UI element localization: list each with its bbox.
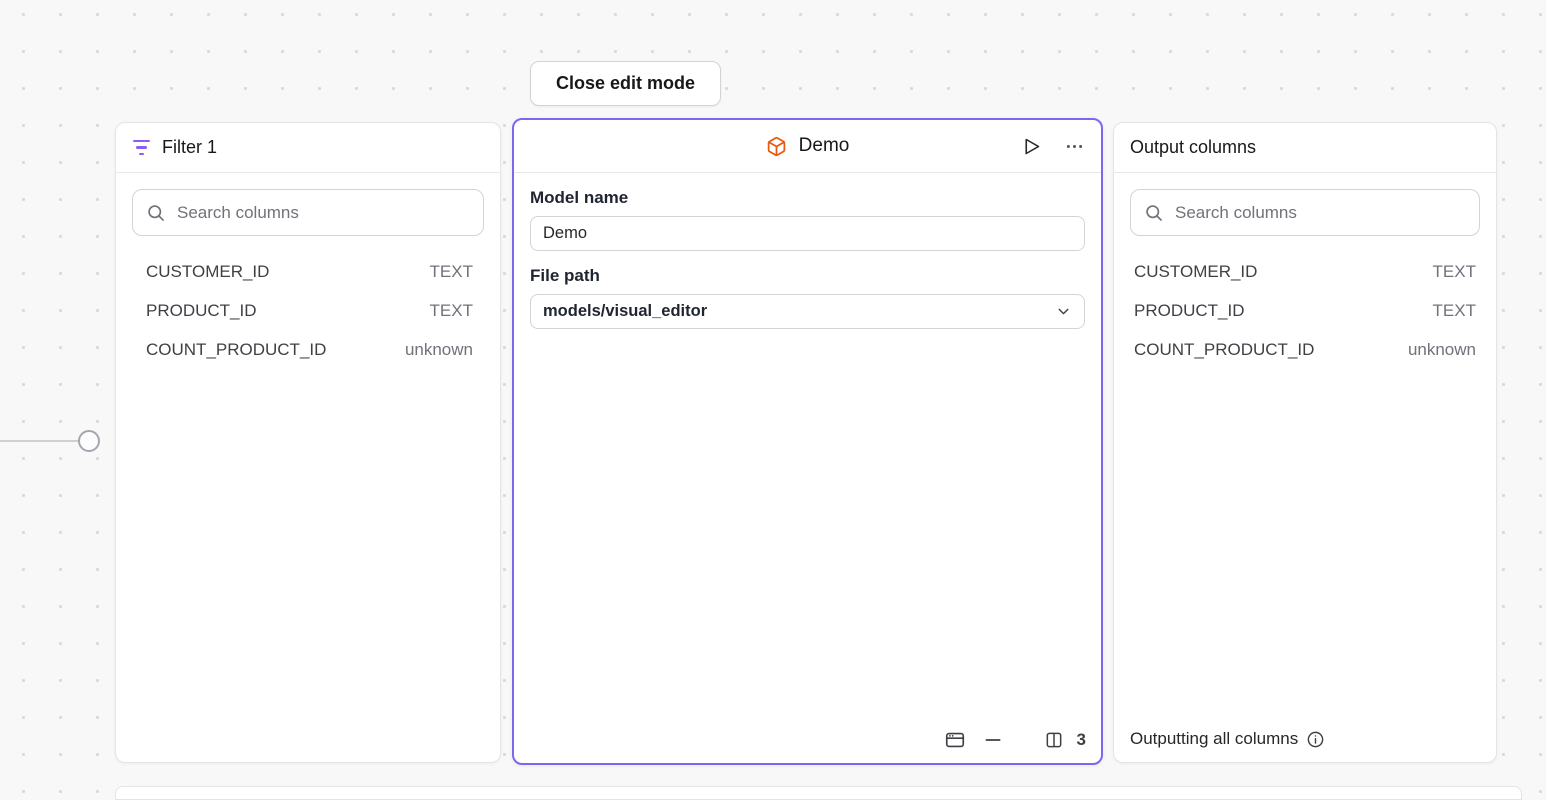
file-path-select[interactable]: models/visual_editor: [530, 294, 1085, 329]
ellipsis-icon: [1064, 136, 1085, 157]
model-cube-icon: [766, 136, 787, 157]
column-type: TEXT: [1432, 261, 1476, 281]
bottom-partial-panel: [115, 786, 1522, 800]
results-table-button[interactable]: [942, 727, 968, 753]
run-model-button[interactable]: [1019, 134, 1044, 159]
connection-port-handle[interactable]: [78, 430, 100, 452]
model-name-input[interactable]: [530, 216, 1085, 251]
minus-icon: [983, 730, 1003, 750]
column-type: TEXT: [429, 300, 473, 320]
file-path-value: models/visual_editor: [543, 302, 708, 320]
column-name: COUNT_PRODUCT_ID: [146, 339, 327, 359]
column-row[interactable]: PRODUCT_ID TEXT: [1114, 291, 1496, 330]
collapse-button[interactable]: [981, 728, 1005, 752]
model-node-panel[interactable]: Demo Model name File path mod: [512, 118, 1103, 765]
output-panel-header: Output columns: [1114, 123, 1496, 173]
column-row[interactable]: CUSTOMER_ID TEXT: [1114, 252, 1496, 291]
file-path-label: File path: [530, 266, 600, 285]
model-panel-title: Demo: [798, 135, 850, 156]
search-icon: [146, 203, 166, 223]
chevron-down-icon: [1055, 303, 1072, 320]
output-columns-panel: Output columns CUSTOMER_ID TEXT PRODUCT_…: [1113, 122, 1497, 763]
more-options-button[interactable]: [1062, 134, 1087, 159]
filter-panel-title: Filter 1: [162, 137, 218, 157]
column-row[interactable]: COUNT_PRODUCT_ID unknown: [1114, 330, 1496, 369]
column-row[interactable]: PRODUCT_ID TEXT: [116, 291, 500, 330]
column-row[interactable]: CUSTOMER_ID TEXT: [116, 252, 500, 291]
filter-node-panel[interactable]: Filter 1 CUSTOMER_ID TEXT PRODUCT_ID TEX…: [115, 122, 501, 763]
column-name: CUSTOMER_ID: [1134, 261, 1258, 281]
filter-column-list: CUSTOMER_ID TEXT PRODUCT_ID TEXT COUNT_P…: [116, 252, 500, 369]
column-type: TEXT: [429, 261, 473, 281]
connection-line: [0, 440, 78, 442]
output-column-count: 3: [1076, 730, 1086, 749]
column-name: PRODUCT_ID: [1134, 300, 1245, 320]
filter-icon: [132, 139, 150, 156]
filter-panel-header[interactable]: Filter 1: [116, 123, 500, 173]
model-panel-header[interactable]: Demo: [514, 120, 1101, 173]
output-column-list: CUSTOMER_ID TEXT PRODUCT_ID TEXT COUNT_P…: [1114, 252, 1496, 369]
column-row[interactable]: COUNT_PRODUCT_ID unknown: [116, 330, 500, 369]
column-type: unknown: [404, 339, 473, 359]
column-name: PRODUCT_ID: [146, 300, 257, 320]
play-icon: [1021, 136, 1042, 157]
close-edit-mode-button[interactable]: Close edit mode: [530, 61, 721, 106]
info-icon[interactable]: [1306, 730, 1325, 749]
columns-icon: [1044, 730, 1064, 750]
model-name-label: Model name: [530, 188, 629, 207]
column-type: unknown: [1407, 339, 1476, 359]
column-name: CUSTOMER_ID: [146, 261, 270, 281]
filter-search-input[interactable]: [177, 202, 470, 223]
results-table-icon: [944, 729, 966, 751]
output-search-box[interactable]: [1130, 189, 1480, 236]
filter-search-box[interactable]: [132, 189, 484, 236]
output-search-input[interactable]: [1175, 202, 1466, 223]
outputting-all-columns-label: Outputting all columns: [1130, 729, 1299, 748]
output-panel-title: Output columns: [1130, 137, 1257, 157]
search-icon: [1144, 203, 1164, 223]
column-type: TEXT: [1432, 300, 1476, 320]
column-name: COUNT_PRODUCT_ID: [1134, 339, 1315, 359]
